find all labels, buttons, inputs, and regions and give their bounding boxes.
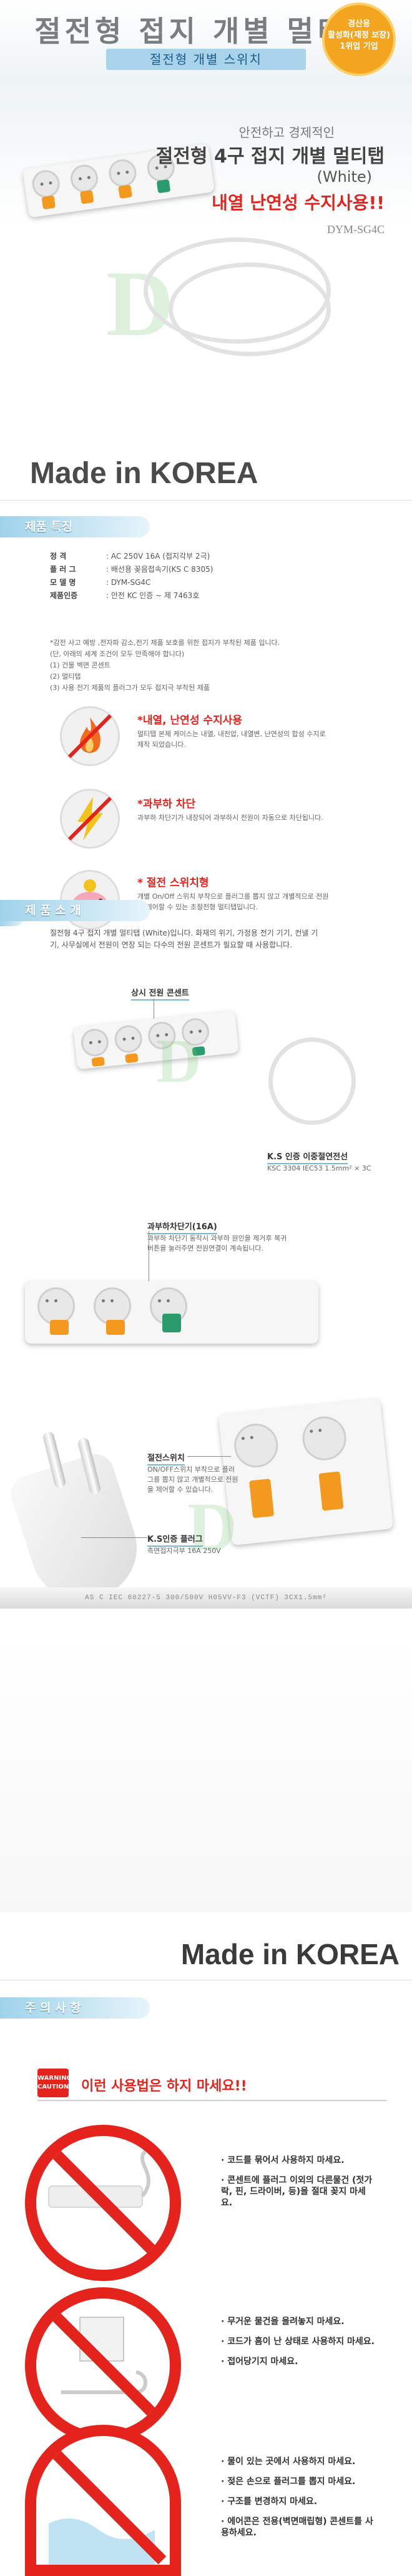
warning-list: 물이 있는 곳에서 사용하지 마세요. 젖은 손으로 플러그를 뽑지 마세요. … (221, 2456, 377, 2547)
feature-desc: 개별 On/Off 스위치 부착으로 플러그를 뽑지 않고 개별적으로 전원을 … (137, 892, 329, 911)
cable-print-band: AS C IEC 60227-5 300/500V H05VV-F3 (VCTF… (0, 1587, 412, 1609)
switch-closeup-image (218, 1397, 394, 1546)
feature-desc: 멀티탭 본체 케이스는 내열, 내전압, 내열변, 난연성의 합성 수지로 제작… (137, 730, 326, 749)
page-subtitle: 절전형 개별 스위치 (106, 49, 306, 70)
prohibited-icon (25, 2425, 181, 2576)
badge-line: 활성화(재정 보장) (327, 31, 391, 40)
warning-title: 이런 사용법은 하지 마세요!! (81, 2079, 247, 2094)
label-breaker: 과부하차단기(16A) (147, 1220, 217, 1234)
warning-item: 젖은 손으로 플러그를 뽑지 마세요. (221, 2476, 377, 2487)
spec-notes: *감전 사고 예방 ,전자파 감소,전기 제품 보호를 위한 접지가 부착된 제… (50, 637, 362, 694)
warning-item: 무거운 물건을 올려놓지 마세요. (221, 2316, 377, 2327)
note-line: (단, 아래의 세계 조건이 모두 만족해야 합니다) (50, 650, 185, 658)
page-title: 절전형 접지 개별 멀티탭 (34, 14, 378, 48)
hero-highlight: 내열 난연성 수지사용!! (212, 192, 385, 213)
warning-list: 무거운 물건을 올려놓지 마세요. 코드가 흠이 난 상태로 사용하지 마세요.… (221, 2316, 377, 2376)
watermark-logo: D (156, 1026, 202, 1096)
plug-desc: 측면접지극부 16A 250V (147, 1547, 221, 1555)
section-heading-intro: 제 품 소 개 (0, 900, 150, 921)
warning-item: 물이 있는 곳에서 사용하지 마세요. (221, 2456, 377, 2467)
hero-model: DYM-SG4C (326, 223, 385, 236)
warning-badge: WARNING CAUTION (37, 2069, 72, 2097)
intro-text: 절전형 4구 접지 개별 멀티탭 (White)입니다. 화재의 위기, 가정용… (50, 929, 318, 949)
product-image-side (25, 1281, 318, 1344)
spec-row: 모 델 명: DYM-SG4C (50, 578, 151, 587)
warning-item: 구조를 변경하지 마세요. (221, 2496, 377, 2507)
breaker-desc: 과부하 차단기 동작시 과부하 원인을 제거후 복귀버튼을 눌러주면 전원연결이… (147, 1234, 287, 1252)
switch-desc: ON/OFF스위치 부착으로 플러그를 뽑지 않고 개별적으로 전원을 제어할 … (147, 1465, 238, 1494)
prohibited-icon (25, 2125, 181, 2281)
note-line: (1) 건물 벽면 콘센트 (50, 661, 110, 669)
note-line: (2) 멀티탭 (50, 672, 81, 681)
made-in-korea-text: Made in KOREA (30, 457, 258, 490)
spacer (0, 1637, 412, 1912)
warning-item: 접어당기지 마세요. (221, 2356, 377, 2367)
section-heading-spec: 제품 특징 (0, 516, 150, 537)
spec-row: 플 러 그: 배선용 꽂음접속기(KS C 8305) (50, 565, 213, 574)
label-plug: K.S인증 플러그 (147, 1532, 203, 1547)
label-cable: K.S 인증 이중절연전선 (267, 1150, 348, 1164)
cable-coil-image (268, 1037, 356, 1125)
section-heading-caution: 주 의 사 항 (0, 1997, 150, 2019)
feature-desc: 과부하 차단기가 내장되어 과부하시 전원이 자동으로 차단됩니다. (137, 814, 323, 822)
warning-header: WARNING CAUTION 이런 사용법은 하지 마세요!! (37, 2069, 387, 2101)
feature-title: *과부하 차단 (137, 798, 196, 811)
spec-row: 정 격: AC 250V 16A (접지각부 2극) (50, 552, 210, 561)
spec-row: 제품인증: 안전 KC 인증 ~ 제 7463호 (50, 591, 200, 600)
made-in-korea-text: Made in KOREA (180, 1938, 400, 1970)
spec-table: 정 격: AC 250V 16A (접지각부 2극) 플 러 그: 배선용 꽂음… (50, 550, 213, 602)
badge-line: 1위업 기업 (340, 42, 378, 51)
cable-spec: KSC 3304 IEC53 1.5mm² × 3C (267, 1164, 371, 1172)
label-switch: 절전스위치 (147, 1451, 185, 1465)
hero-tagline: 안전하고 경제적인 절전형 4구 접지 개별 멀티탭 (White) 내열 난연… (0, 122, 412, 236)
hero-product-name: 절전형 4구 접지 개별 멀티탭 (155, 146, 385, 167)
note-line: *감전 사고 예방 ,전자파 감소,전기 제품 보호를 위한 접지가 부착된 제… (50, 639, 280, 647)
feature-title: * 절전 스위치형 (137, 877, 209, 889)
warning-list: 코드를 묶어서 사용하지 마세요. 콘센트에 플러그 이외의 다른물건 (젓가락… (221, 2155, 377, 2217)
badge-line: 경산용 (348, 19, 370, 29)
watermark-logo: D (187, 1489, 237, 1565)
award-badge: 경산용 활성화(재정 보장) 1위업 기업 (322, 2, 396, 76)
warning-item: 에어콘은 전용(벽면매립형) 콘센트를 사용하세요. (221, 2516, 377, 2539)
warning-item: 콘센트에 플러그 이외의 다른물건 (젓가락, 핀, 드라이버, 등)을 절대 … (221, 2175, 377, 2209)
fire-icon (60, 706, 120, 766)
lightning-icon (60, 789, 120, 849)
hero-cable-image (169, 262, 331, 356)
note-line: (3) 사용 전기 제품의 플러그가 모두 접지극 부착된 제품 (50, 684, 210, 692)
label-always-on: 상시 전원 콘센트 (131, 986, 189, 1001)
warning-item: 코드가 흠이 난 상태로 사용하지 마세요. (221, 2336, 377, 2347)
warning-item: 코드를 묶어서 사용하지 마세요. (221, 2155, 377, 2166)
hero-line: 안전하고 경제적인 (238, 125, 335, 140)
prohibited-icon (25, 2287, 181, 2444)
feature-title: *내열, 난연성 수지사용 (137, 714, 242, 727)
hero-color: (White) (316, 168, 372, 186)
